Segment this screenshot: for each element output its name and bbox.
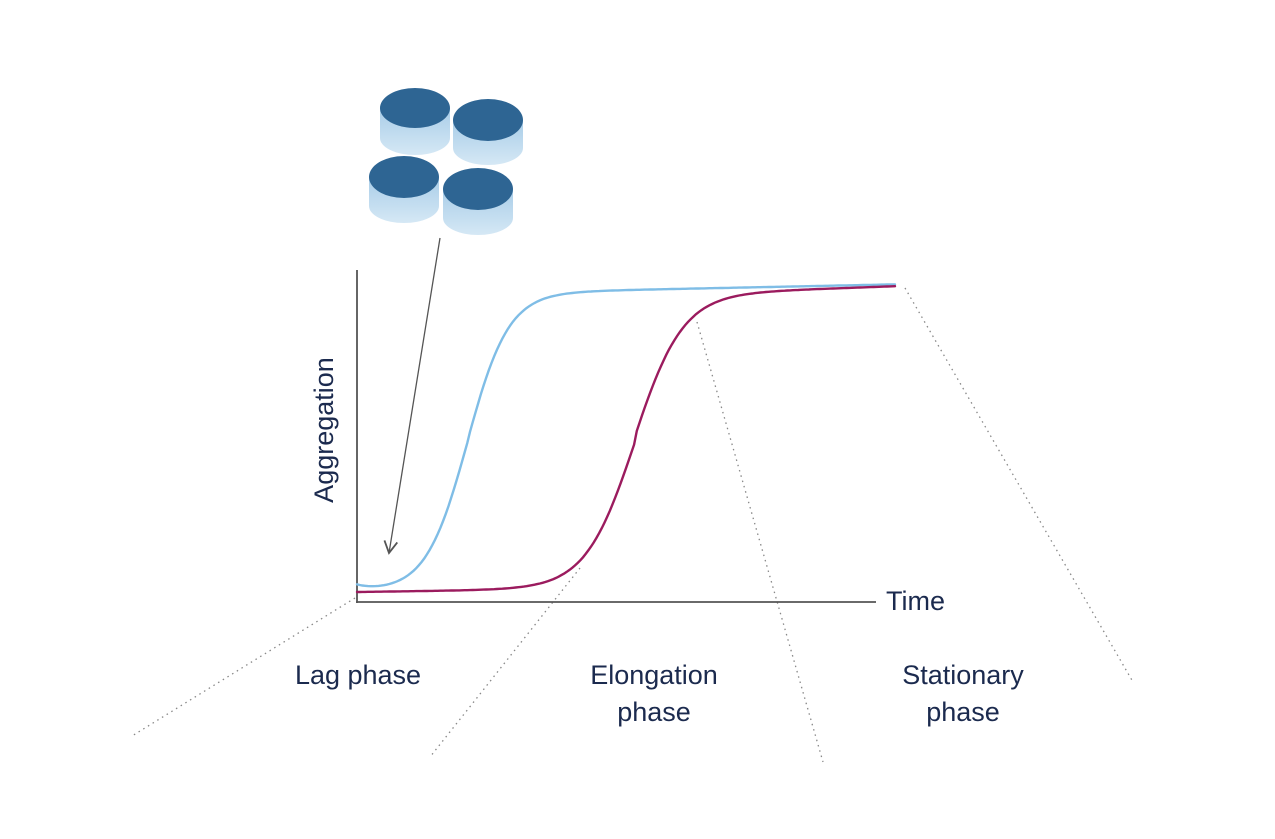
curve-slow-aggregation — [355, 285, 897, 594]
oligomer-disk-icon — [369, 156, 439, 223]
oligomer-cylinders-icon — [369, 88, 523, 235]
phase-label-elongation-line1: Elongation — [590, 660, 718, 690]
phase-label-stationary-line2: phase — [926, 697, 1000, 727]
oligomer-disk-icon — [380, 88, 450, 155]
oligomer-disk-icon — [443, 168, 513, 235]
phase-divider-stationary — [904, 287, 1134, 683]
phase-divider-elongation-start — [429, 567, 581, 758]
y-axis-label: Aggregation — [309, 357, 339, 503]
x-axis-label: Time — [886, 586, 945, 616]
phase-label-lag: Lag phase — [295, 660, 421, 690]
oligomer-disk-icon — [453, 99, 523, 165]
phase-divider-elongation-end — [696, 321, 824, 763]
phase-label-elongation-line2: phase — [617, 697, 691, 727]
phase-label-stationary-line1: Stationary — [902, 660, 1024, 690]
oligomer-pointer-arrow — [383, 237, 441, 555]
curve-fast-aggregation — [355, 283, 897, 588]
